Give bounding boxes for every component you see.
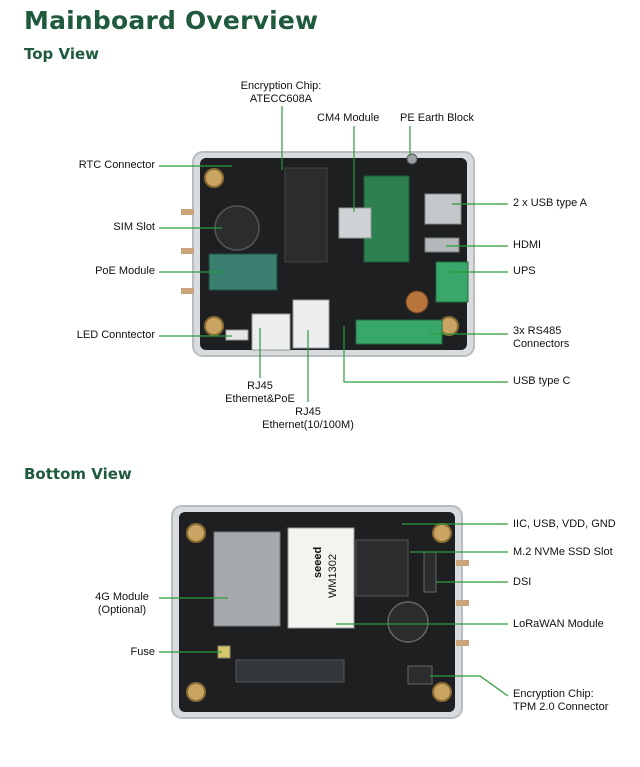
- mount-hole: [432, 682, 452, 702]
- m2-ssd-slot: [355, 539, 409, 597]
- label-usb-type-a: 2 x USB type A: [513, 197, 587, 209]
- label-encryption-chip-line1: Encryption Chip:: [240, 80, 322, 92]
- label-led-connector: LED Conntector: [76, 329, 155, 341]
- label-rj45-poe-line2: Ethernet&PoE: [225, 393, 295, 405]
- mount-hole: [439, 316, 459, 336]
- usb-type-a-port: [424, 193, 462, 225]
- label-rs485-line1: 3x RS485: [513, 325, 562, 337]
- label-4g-module-line1: 4G Module: [95, 591, 149, 603]
- rj45-poe-port: [251, 313, 291, 351]
- rj45-ethernet-port: [292, 299, 330, 349]
- label-pe-earth-block: PE Earth Block: [400, 112, 474, 124]
- label-m2-ssd-slot: M.2 NVMe SSD Slot: [513, 546, 613, 558]
- mount-hole: [204, 168, 224, 188]
- label-rs485-line2: Connectors: [513, 338, 570, 350]
- rs485-connectors: [355, 319, 443, 345]
- antenna-connector: [181, 209, 194, 215]
- dsi-connector: [423, 551, 437, 593]
- bottom-view-device: [171, 505, 469, 719]
- mount-hole: [204, 316, 224, 336]
- label-rs485: 3x RS485 Connectors: [513, 325, 569, 351]
- label-tpm-line1: Encryption Chip:: [513, 688, 594, 700]
- label-tpm: Encryption Chip: TPM 2.0 Connector: [513, 688, 608, 714]
- label-rj45-ethernet-line1: RJ45: [295, 406, 321, 418]
- label-lorawan-module: LoRaWAN Module: [513, 618, 604, 630]
- led-connector: [225, 329, 249, 341]
- label-ups: UPS: [513, 265, 536, 277]
- page-title: Mainboard Overview: [24, 6, 319, 35]
- lorawan-module: [287, 527, 355, 629]
- ups-coil: [405, 290, 429, 314]
- bottom-leader-lines: [159, 523, 509, 697]
- label-encryption-chip-line2: ATECC608A: [249, 93, 313, 105]
- cm4-shield: [338, 207, 372, 239]
- hdmi-port: [424, 237, 460, 253]
- mount-hole: [186, 523, 206, 543]
- label-rtc-connector: RTC Connector: [78, 159, 155, 171]
- antenna-connector: [456, 640, 469, 646]
- antenna-connector: [456, 600, 469, 606]
- mount-hole: [186, 682, 206, 702]
- mount-hole: [432, 523, 452, 543]
- tpm-connector: [407, 665, 433, 685]
- antenna-connector: [181, 248, 194, 254]
- label-rj45-ethernet-line2: Ethernet(10/100M): [262, 419, 354, 431]
- label-poe-module: PoE Module: [95, 265, 155, 277]
- antenna-connector: [456, 560, 469, 566]
- ups-block: [435, 261, 469, 303]
- antenna-connector: [181, 288, 194, 294]
- top-view-heading: Top View: [24, 45, 100, 63]
- expansion-header: [235, 659, 345, 683]
- label-rj45-poe-line1: RJ45: [247, 380, 273, 392]
- bottom-view-heading: Bottom View: [24, 465, 132, 483]
- memory-chips: [284, 167, 328, 263]
- module-model-text: WM1302: [327, 554, 339, 598]
- leader-tpm: [430, 675, 509, 697]
- label-usb-type-c: USB type C: [513, 375, 571, 387]
- rtc-coin-cell: [387, 601, 429, 643]
- label-fuse: Fuse: [130, 646, 155, 658]
- label-hdmi: HDMI: [513, 239, 542, 251]
- label-iic-usb-vdd-gnd: IIC, USB, VDD, GND: [513, 518, 616, 530]
- label-4g-module: 4G Module (Optional): [82, 591, 162, 617]
- pe-earth-block: [406, 153, 418, 165]
- label-sim-slot: SIM Slot: [113, 221, 155, 233]
- label-rj45-poe: RJ45 Ethernet&PoE: [210, 380, 310, 406]
- label-tpm-line2: TPM 2.0 Connector: [513, 701, 609, 713]
- label-4g-module-line2: (Optional): [97, 604, 147, 616]
- module-4g: [213, 531, 281, 627]
- top-leader-lines: [159, 106, 508, 402]
- label-cm4-module: CM4 Module: [317, 112, 380, 124]
- label-dsi: DSI: [513, 576, 532, 588]
- leader-usb-c: [343, 326, 508, 383]
- label-rj45-ethernet: RJ45 Ethernet(10/100M): [248, 406, 368, 432]
- top-view-device: [181, 151, 475, 357]
- label-encryption-chip: Encryption Chip: ATECC608A: [224, 80, 338, 106]
- module-brand-text: seeed: [312, 547, 324, 578]
